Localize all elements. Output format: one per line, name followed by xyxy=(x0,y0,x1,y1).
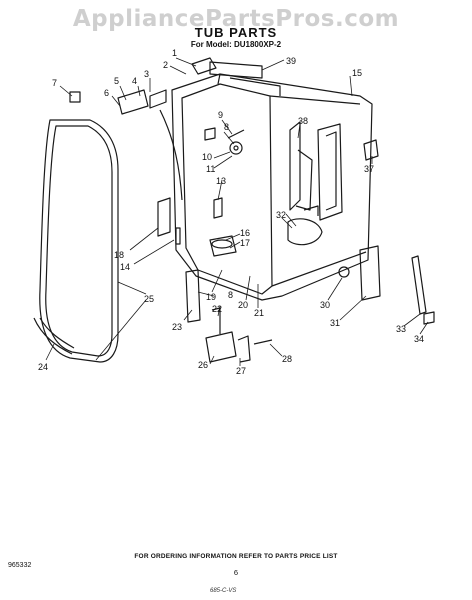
model-label: For Model: DU1800XP-2 xyxy=(190,40,282,49)
callout-14: 14 xyxy=(120,262,130,272)
callout-34: 34 xyxy=(414,334,424,344)
callout-38: 38 xyxy=(298,116,308,126)
watermark: AppliancePartsPros.com xyxy=(72,6,400,32)
callout-10: 10 xyxy=(202,152,212,162)
diagram-title: TUB PARTS xyxy=(194,25,278,40)
callout-31: 31 xyxy=(330,318,340,328)
callout-3: 3 xyxy=(144,69,149,79)
callout-27: 27 xyxy=(236,366,246,376)
door-gasket xyxy=(39,119,119,363)
callout-37: 37 xyxy=(364,164,374,174)
callout-20: 20 xyxy=(238,300,248,310)
callout-15: 15 xyxy=(352,68,362,78)
callout-8-upper: 8 xyxy=(224,122,229,132)
callout-28: 28 xyxy=(282,354,292,364)
callout-2: 2 xyxy=(163,60,168,70)
callout-18: 18 xyxy=(114,250,124,260)
callout-33: 33 xyxy=(396,324,406,334)
callout-19: 19 xyxy=(206,292,216,302)
callout-11: 11 xyxy=(206,164,215,174)
callout-6: 6 xyxy=(104,88,109,98)
callout-32: 32 xyxy=(276,210,286,220)
callout-30: 30 xyxy=(320,300,330,310)
callout-16: 16 xyxy=(240,228,250,238)
callout-22: 22 xyxy=(212,304,222,314)
callout-1: 1 xyxy=(172,48,177,58)
callout-23: 23 xyxy=(172,322,182,332)
document-number: 965332 xyxy=(8,562,32,569)
handwritten-code: 685-C-VS xyxy=(210,588,237,594)
callout-8-lower: 8 xyxy=(228,290,233,300)
callout-39: 39 xyxy=(286,56,296,66)
callout-17: 17 xyxy=(240,238,250,248)
callout-21: 21 xyxy=(254,308,264,318)
callout-5: 5 xyxy=(114,76,119,86)
callout-4: 4 xyxy=(132,76,137,86)
callout-9: 9 xyxy=(218,110,223,120)
callout-13: 13 xyxy=(216,176,226,186)
page-number: 6 xyxy=(233,568,239,577)
ordering-note: FOR ORDERING INFORMATION REFER TO PARTS … xyxy=(134,553,338,560)
callout-7: 7 xyxy=(52,78,57,88)
tub-body xyxy=(171,73,373,301)
callout-24: 24 xyxy=(38,362,48,372)
callout-25: 25 xyxy=(144,294,154,304)
callout-26: 26 xyxy=(198,360,208,370)
